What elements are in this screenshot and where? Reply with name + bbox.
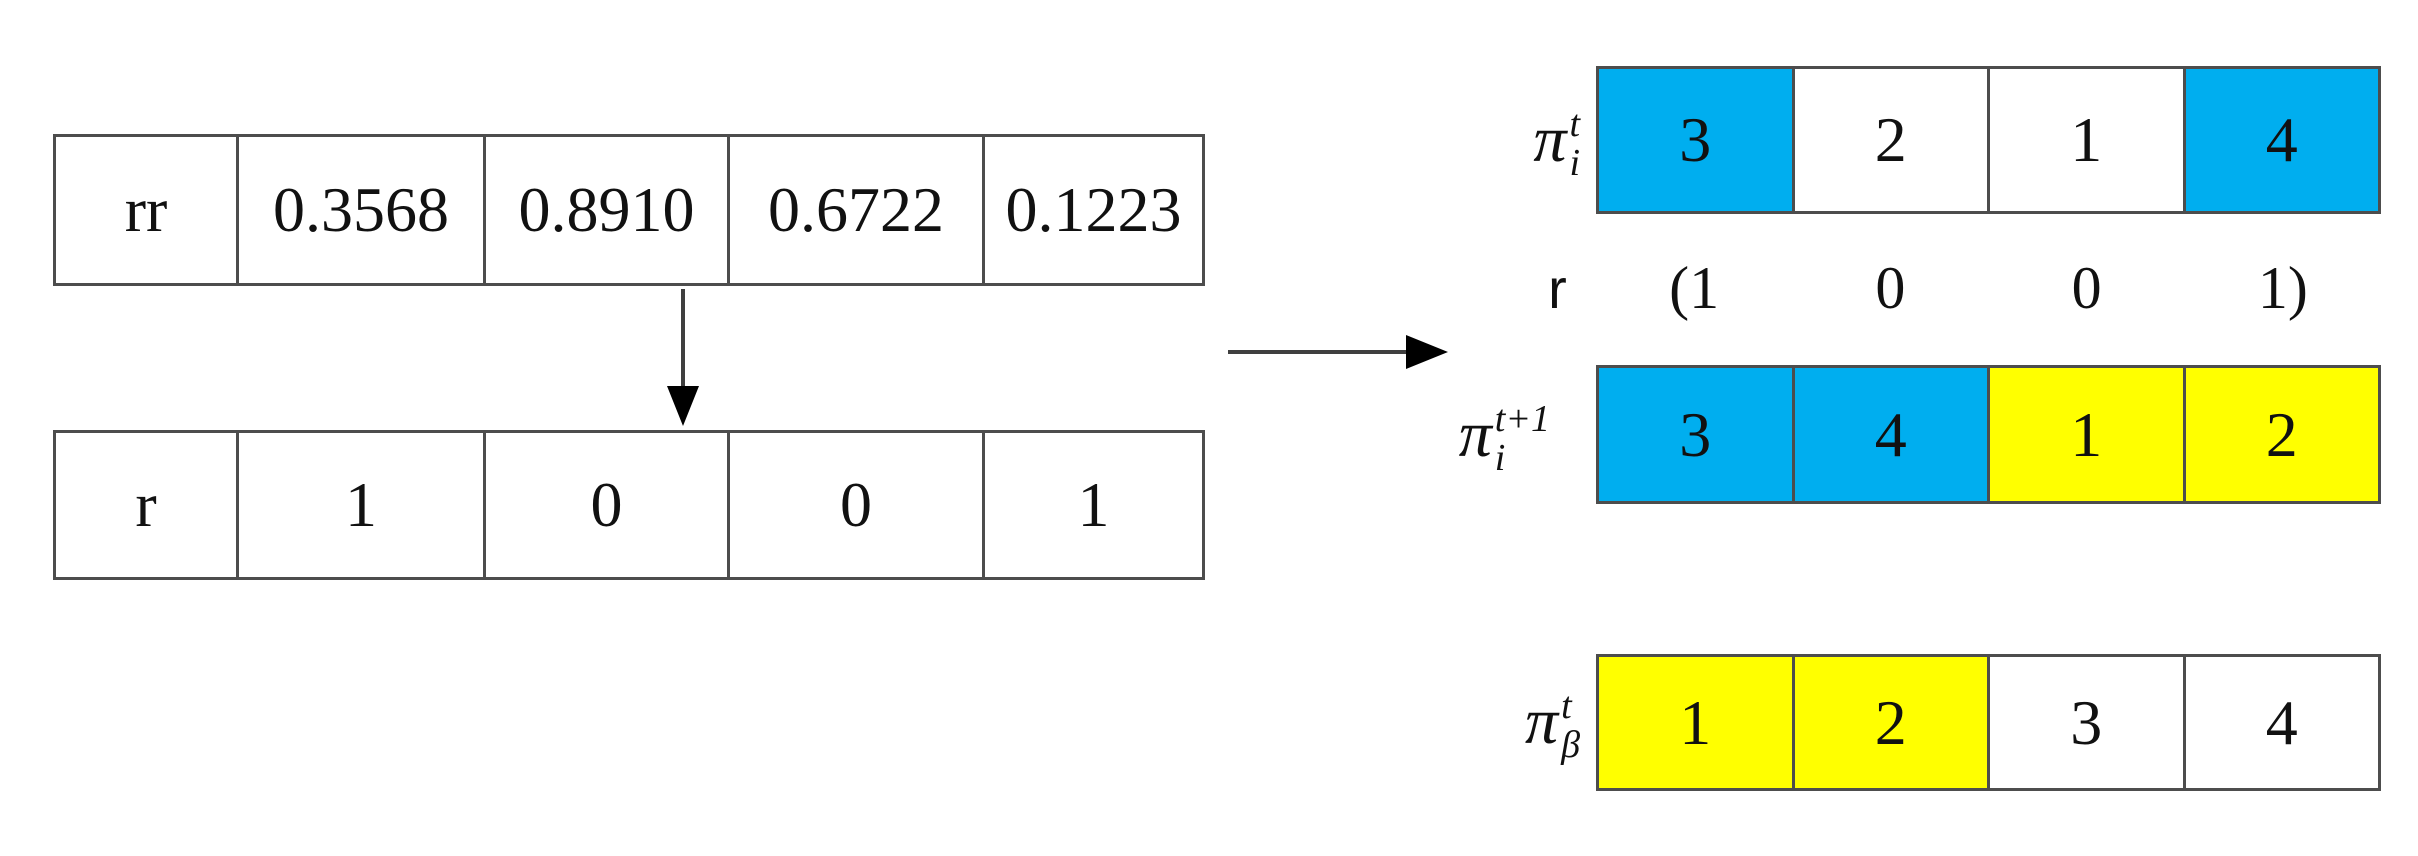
right-arrow-icon [1228,335,1448,369]
r-vector-value: (1 [1669,254,1720,321]
pi-i-t-cell: 3 [1599,69,1792,211]
r-vector-table: r 1 0 0 1 [53,430,1205,580]
rr-table-row-label: rr [56,137,236,283]
pi-i-t-row: 3 2 1 4 [1596,66,2381,214]
pi-i-t-cell: 4 [2182,69,2378,211]
pi-i-t-cell: 2 [1791,69,1987,211]
pi-beta-t-cell: 3 [1987,657,2183,788]
pi-beta-t-row: 1 2 3 4 [1596,654,2381,791]
rr-table-cell: 0.6722 [727,137,982,283]
rr-table-cell: 0.3568 [236,137,483,283]
pi-i-t1-cell: 1 [1987,368,2183,501]
pi-superscript: t+1 [1494,398,1550,441]
pi-symbol: π [1524,685,1559,758]
pi-i-t1-label: π t+1 i [1330,395,1550,478]
pi-i-t1-cell: 2 [2182,368,2378,501]
pi-symbol: π [1533,103,1567,176]
r-vector-inline-values: (1 0 0 1) [1596,254,2381,321]
pi-scripts: t β [1561,687,1580,765]
r-vector-value: 0 [2071,254,2102,321]
pi-i-t1-cell: 3 [1599,368,1792,501]
r-vector-value: 0 [1875,254,1906,321]
r-table-row-label: r [56,433,236,577]
pi-beta-t-cell: 4 [2182,657,2378,788]
r-table-cell: 1 [236,433,483,577]
down-arrow-icon [667,289,699,426]
pi-i-t-cell: 1 [1987,69,2183,211]
r-vector-value: 1) [2257,254,2308,321]
r-table-cell: 0 [483,433,727,577]
pi-subscript: i [1569,142,1580,184]
pi-superscript: t [1561,685,1572,728]
pi-subscript: β [1561,724,1580,766]
pi-subscript: i [1494,437,1506,479]
r-vector-inline-label: r [1548,256,1567,320]
pi-beta-t-label: π t β [1360,682,1580,765]
pi-scripts: t i [1569,105,1580,183]
r-table-cell: 0 [727,433,982,577]
pi-i-t-label: π t i [1360,100,1580,183]
rr-table-cell: 0.1223 [982,137,1202,283]
r-table-cell: 1 [982,433,1202,577]
pi-symbol: π [1458,398,1492,471]
pi-scripts: t+1 i [1495,400,1550,478]
pi-superscript: t [1569,103,1580,146]
rr-table-cell: 0.8910 [483,137,727,283]
pi-i-t1-row: 3 4 1 2 [1596,365,2381,504]
pi-beta-t-cell: 2 [1791,657,1987,788]
pi-beta-t-cell: 1 [1599,657,1792,788]
rr-vector-table: rr 0.3568 0.8910 0.6722 0.1223 [53,134,1205,286]
pi-i-t1-cell: 4 [1791,368,1987,501]
